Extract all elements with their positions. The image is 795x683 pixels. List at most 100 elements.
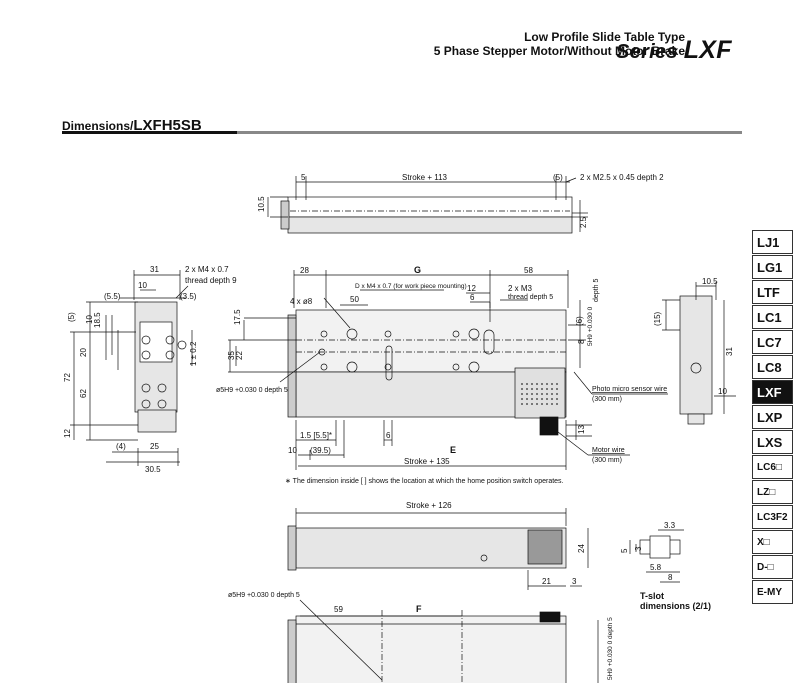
- dim-end-30-5: 30.5: [145, 465, 161, 474]
- dim-right-10: 10: [718, 387, 727, 396]
- dim-main-28: 28: [300, 266, 309, 275]
- dim-end-4: (4): [116, 442, 126, 451]
- dimension-drawing: 5 Stroke + 113 (5) 2 x M2.5 x 0.45 depth…: [63, 173, 736, 683]
- dim-main-12: 12: [467, 284, 476, 293]
- series-tab-ltf[interactable]: LTF: [752, 280, 793, 304]
- note-home-position: ∗ The dimension inside [ ] shows the loc…: [285, 478, 564, 485]
- label-photo-sensor-wire: Photo micro sensor wire: [592, 386, 667, 393]
- tslot-label-1: T-slot: [640, 591, 664, 601]
- series-prefix: Series: [616, 41, 684, 63]
- series-tab-lxs[interactable]: LXS: [752, 430, 793, 454]
- series-tab-lxf[interactable]: LXF: [752, 380, 793, 404]
- dim-top-5p: (5): [553, 173, 563, 182]
- dim-end-62: 62: [79, 389, 88, 398]
- dim-main-thread5: thread depth 5: [508, 294, 553, 301]
- dim-lower-59: 59: [334, 605, 343, 614]
- dim-main-6: 6: [470, 293, 475, 302]
- dim-end-thread2: thread depth 9: [185, 276, 237, 285]
- section-title-prefix: Dimensions/: [62, 119, 134, 133]
- dim-tslot-5: 5: [620, 548, 629, 553]
- dim-main-6p: (6): [575, 316, 584, 326]
- dim-main-depth5-v: depth 5: [593, 279, 600, 302]
- dim-lower-oslot: ø5H9 +0.030 0 depth 5: [228, 592, 300, 599]
- dim-main-1-5: 1.5 [5.5]*: [300, 431, 332, 440]
- dim-end-10: 10: [138, 281, 147, 290]
- dim-end-25: 25: [150, 442, 159, 451]
- dim-end-5: (5): [67, 312, 76, 322]
- dim-main-oslot: ø5H9 +0.030 0 depth 5: [216, 387, 288, 394]
- dim-end-31: 31: [150, 265, 159, 274]
- dim-main-6b: 6: [386, 431, 391, 440]
- dim-right-31: 31: [725, 347, 734, 356]
- series-tab-lc1[interactable]: LC1: [752, 305, 793, 329]
- dim-tslot-5-8: 5.8: [650, 563, 662, 572]
- dim-main-stroke135: Stroke + 135: [404, 457, 450, 466]
- dim-bottom-24: 24: [577, 544, 586, 553]
- series-title: Series LXF: [616, 36, 732, 65]
- dim-main-13: 13: [577, 425, 586, 434]
- dim-main-50: 50: [350, 295, 359, 304]
- dim-top-2-5: 2.5: [579, 216, 588, 228]
- series-tab-lc3f2[interactable]: LC3F2: [752, 505, 793, 529]
- series-name: LXF: [683, 36, 732, 64]
- header-subtitle-line1: Low Profile Slide Table Type: [524, 30, 685, 44]
- dim-main-E: E: [450, 445, 456, 455]
- dim-end-tolerance: 1 ± 0.2: [189, 341, 198, 366]
- series-tab-e-my[interactable]: E-MY: [752, 580, 793, 604]
- section-title: Dimensions/LXFH5SB: [62, 117, 202, 134]
- section-rule: [62, 131, 742, 134]
- dim-top-stroke: Stroke + 113: [402, 173, 448, 182]
- dim-end-3-5: (3.5): [180, 292, 197, 301]
- dim-main-22: 22: [235, 351, 244, 360]
- dim-main-2xM3: 2 x M3: [508, 284, 533, 293]
- dim-end-72: 72: [63, 373, 72, 382]
- dim-bottom-stroke126: Stroke + 126: [406, 501, 452, 510]
- dim-end-12: 12: [63, 429, 72, 438]
- dim-bottom-3: 3: [572, 577, 577, 586]
- dim-tslot-3: 3: [634, 546, 643, 551]
- series-tab-d[interactable]: D-□: [752, 555, 793, 579]
- dim-end-thread1: 2 x M4 x 0.7: [185, 265, 229, 274]
- series-tab-lc6[interactable]: LC6□: [752, 455, 793, 479]
- section-model: LXFH5SB: [133, 117, 202, 134]
- dim-main-G: G: [414, 265, 421, 275]
- dim-main-5h9-v: 5H9 +0.030 0: [587, 306, 594, 346]
- tslot-label-2: dimensions (2/1): [640, 601, 711, 611]
- dim-lower-5h9-v: 5H9 +0.030 0 depth 5: [607, 617, 614, 680]
- dim-main-8: 8: [577, 339, 586, 344]
- label-motor-wire: Motor wire: [592, 447, 625, 454]
- dim-main-39-5: (39.5): [310, 446, 331, 455]
- dim-bottom-21: 21: [542, 577, 551, 586]
- dim-main-17-5: 17.5: [233, 309, 242, 325]
- dim-tslot-8: 8: [668, 573, 673, 582]
- series-tab-lc8[interactable]: LC8: [752, 355, 793, 379]
- dim-right-15: (15): [653, 311, 662, 326]
- dim-top-5: 5: [301, 173, 306, 182]
- series-tab-lj1[interactable]: LJ1: [752, 230, 793, 254]
- label-photo-sensor-length: (300 mm): [592, 396, 622, 403]
- series-tab-lz[interactable]: LZ□: [752, 480, 793, 504]
- dim-lower-F: F: [416, 604, 422, 614]
- series-tab-lg1[interactable]: LG1: [752, 255, 793, 279]
- dim-main-10: 10: [288, 446, 297, 455]
- dim-main-35: 35: [227, 351, 236, 360]
- dim-tslot-3-3: 3.3: [664, 521, 676, 530]
- dim-top-height: 10.5: [257, 196, 266, 212]
- dim-top-thread: 2 x M2.5 x 0.45 depth 2: [580, 173, 664, 182]
- header-subtitle-line2: 5 Phase Stepper Motor/Without Motor Brak…: [433, 44, 685, 58]
- dim-end-20: 20: [79, 348, 88, 357]
- dim-main-D-thread: D x M4 x 0.7 (for work piece mounting): [355, 283, 467, 290]
- dim-right-10-5: 10.5: [702, 277, 718, 286]
- series-tab-x[interactable]: X□: [752, 530, 793, 554]
- label-motor-wire-length: (300 mm): [592, 457, 622, 464]
- series-tab-lxp[interactable]: LXP: [752, 405, 793, 429]
- dim-end-10v: 10: [85, 315, 94, 324]
- dim-end-5-5: (5.5): [104, 292, 121, 301]
- dim-main-4x8: 4 x ø8: [290, 297, 313, 306]
- dim-end-18-5: 18.5: [93, 312, 102, 328]
- section-rule-accent: [62, 131, 237, 134]
- series-tab-lc7[interactable]: LC7: [752, 330, 793, 354]
- dim-main-58: 58: [524, 266, 533, 275]
